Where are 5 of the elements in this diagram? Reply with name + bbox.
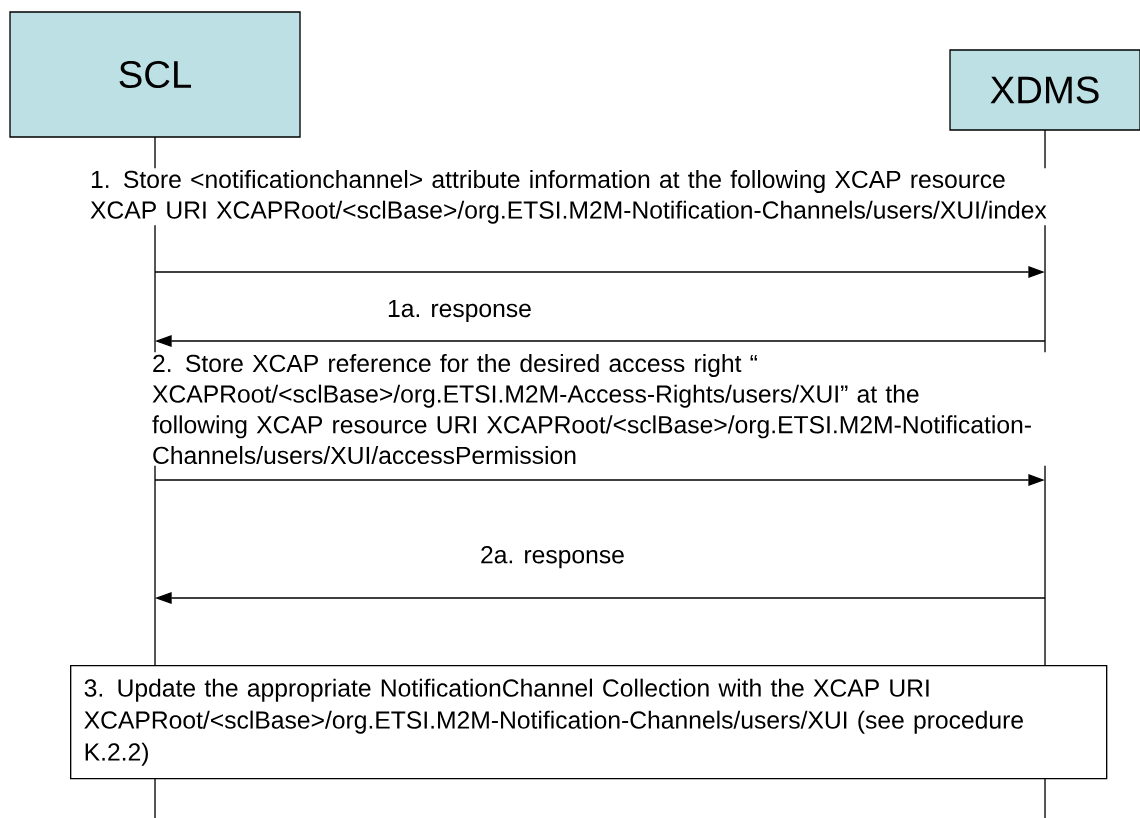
message-label: 1a. response [385, 298, 534, 324]
message-label: 2a. response [478, 544, 627, 570]
message-label: 1. Store <notificationchannel> attribute information at the following XCAP resource XCAP URI XCAPRoot/<sclBase>/org.ETSI.M2M-Notification-Channels/users/XUI/index [88, 168, 1057, 226]
message-label: 2. Store XCAP reference for the desired access right “ XCAPRoot/<sclBase>/org.ETSI.M2M-Access-Rights/users/XUI” at the following XCAP resource URI XCAPRoot/<sclBase>/org.ETSI.M2M-Notification-Channels/users/XUI/accessPermission [150, 352, 1049, 466]
note-box: 3. Update the appropriate NotificationChannel Collection with the XCAP URI XCAPRoot/<sclBase>/org.ETSI.M2M-Notification-Channels/users/XUI (see procedure K.2.2) [70, 665, 1108, 780]
